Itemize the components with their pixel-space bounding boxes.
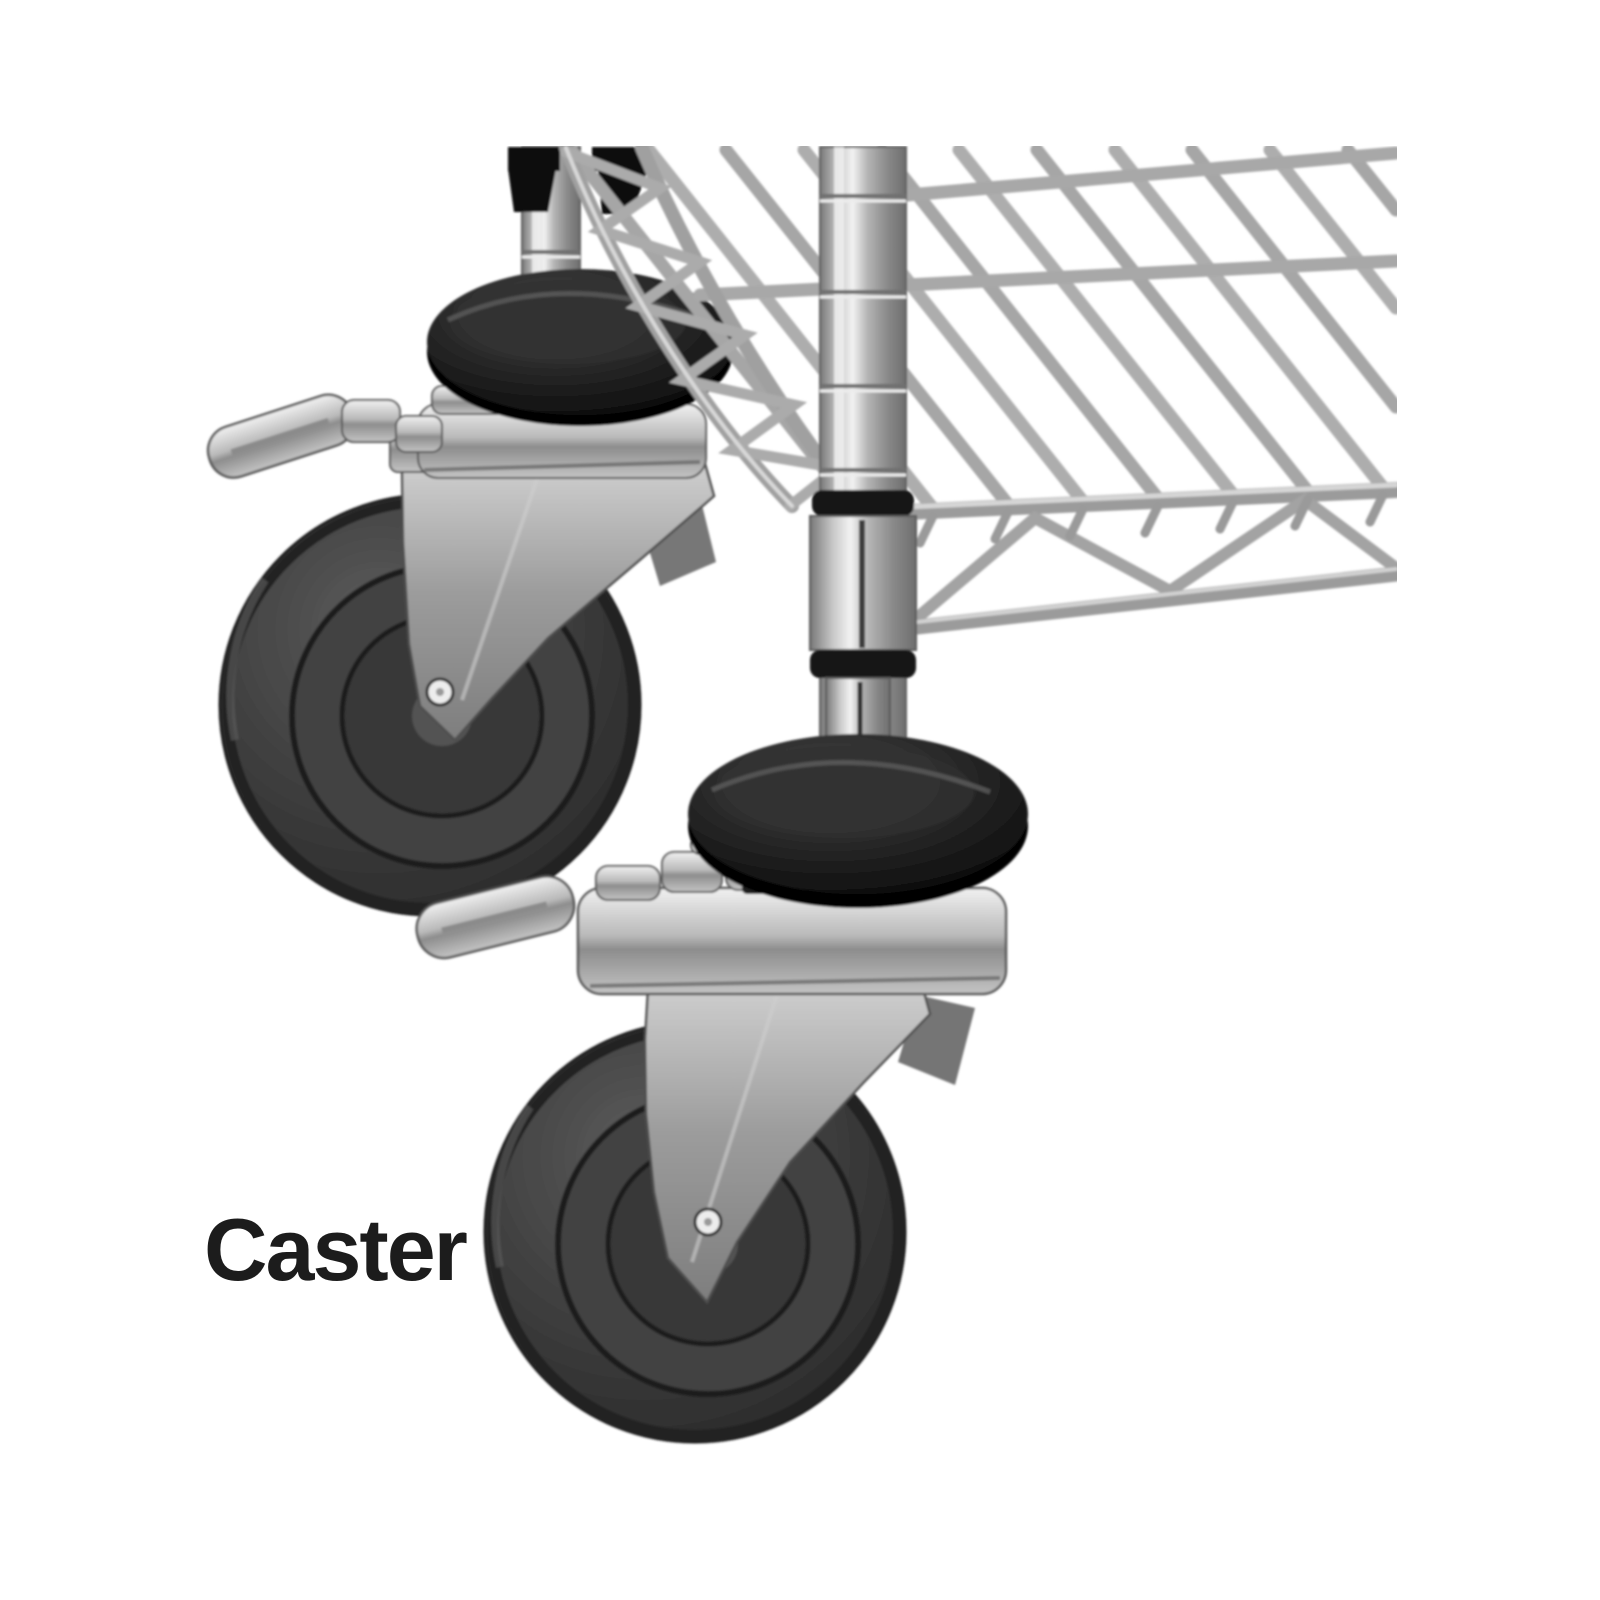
- front-chrome-post: [809, 146, 917, 748]
- wire-end-tips: [915, 490, 1388, 548]
- post-collar-ring: [812, 490, 914, 516]
- shelf-cross-wires: [693, 146, 1397, 302]
- rear-chrome-post: [508, 146, 648, 338]
- locking-caster-front: [415, 835, 1008, 1444]
- brake-lever: [206, 393, 443, 479]
- donut-bumper-front: [688, 734, 1028, 908]
- post-collar-ring: [810, 650, 916, 678]
- shelf-corner-truss: [559, 146, 857, 513]
- caster-fork: [400, 444, 716, 742]
- locking-caster-rear: [206, 377, 716, 917]
- brake-lever: [415, 875, 576, 960]
- caption-caster: Caster: [204, 1200, 468, 1299]
- shelf-front-edge: [898, 482, 1397, 636]
- caster-fork: [643, 962, 975, 1305]
- wire-shelf: [559, 146, 1397, 636]
- post-grooves: [820, 194, 906, 477]
